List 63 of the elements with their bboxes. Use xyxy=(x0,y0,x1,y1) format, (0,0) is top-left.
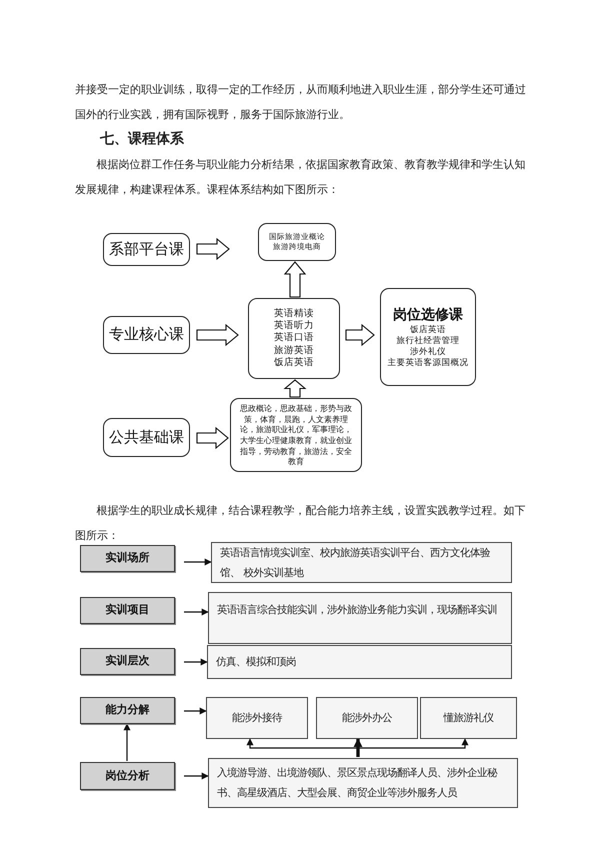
block-arrow xyxy=(284,261,306,298)
box-text: 能涉外接待 xyxy=(232,711,282,726)
arrow xyxy=(184,658,208,666)
box-text: 思政概论，思政基础，形势与政策，体育，晨跑，人文素养理论，旅游职业礼仪，军事理论，大学生心理健康教育，就业创业指导，劳动教育，旅游法，安全教育 xyxy=(239,403,353,467)
box-text: 主要英语客源国概况 xyxy=(388,358,468,370)
arrow xyxy=(184,558,212,566)
course-box xyxy=(248,298,340,379)
box-text: 英语语言情境实训室、校内旅游英语实训平台、西方文化体验馆、 校外实训基地 xyxy=(220,546,491,580)
block-arrow xyxy=(196,426,229,450)
course-box xyxy=(258,223,336,261)
section-heading: 七、课程体系 xyxy=(100,130,185,149)
paragraph: 根据岗位群工作任务与职业能力分析结果，依据国家教育政策、教育教学规律和学生认知发展规律，构建课程体系。课程体系结构如下图所示： xyxy=(75,157,527,198)
arrow xyxy=(357,738,468,757)
category-box xyxy=(80,597,175,624)
arrow xyxy=(124,723,130,761)
arrow xyxy=(184,708,207,714)
arrow xyxy=(184,608,209,616)
content-box xyxy=(207,645,512,679)
box-text: 实训层次 xyxy=(106,654,150,669)
course-box xyxy=(103,233,190,266)
box-text: 涉外礼仪 xyxy=(410,347,446,358)
paragraph: 根据学生的职业成长规律，结合课程教学，配合能力培养主线，设置实践教学过程。如下图所示： xyxy=(75,503,527,544)
arrow xyxy=(184,772,209,780)
category-box xyxy=(80,648,175,675)
box-text: 入境游导游、出境游领队、景区景点现场翻译人员、涉外企业秘书、高星级酒店、大型会展、商贸企业等涉外服务人员 xyxy=(217,766,498,801)
content-box xyxy=(316,697,418,739)
course-box xyxy=(380,288,476,386)
course-box xyxy=(103,418,190,457)
box-text: 懂旅游礼仪 xyxy=(444,711,494,726)
box-text: 英语精读 xyxy=(274,308,314,320)
arrow xyxy=(354,738,362,757)
block-arrow xyxy=(345,324,375,346)
category-box xyxy=(80,762,175,790)
box-text: 旅游英语 xyxy=(274,344,314,357)
box-heading: 岗位选修课 xyxy=(393,306,463,324)
block-arrow xyxy=(196,238,230,260)
content-box xyxy=(206,697,308,739)
box-text: 饭店英语 xyxy=(410,324,446,336)
content-box xyxy=(211,542,512,583)
content-box xyxy=(208,592,512,644)
box-text: 能力分解 xyxy=(106,703,150,718)
box-text: 英语听力 xyxy=(274,320,314,332)
content-box xyxy=(208,758,518,808)
box-text: 饭店英语 xyxy=(274,357,314,370)
block-arrow xyxy=(284,379,306,398)
box-text: 英语语言综合技能实训，涉外旅游业务能力实训，现场翻译实训 xyxy=(217,603,497,618)
paragraph: 并接受一定的职业训练，取得一定的工作经历，从而顺利地进入职业生涯，部分学生还可通过国外的行业实践，拥有国际视野，服务于国际旅游行业。 xyxy=(75,82,527,123)
box-text: 旅行社经营管理 xyxy=(396,336,460,347)
box-text: 仿真、模拟和顶岗 xyxy=(216,655,296,670)
course-box xyxy=(103,316,190,354)
content-box xyxy=(420,697,517,739)
box-text: 英语口语 xyxy=(274,332,314,345)
box-text: 能涉外办公 xyxy=(342,711,392,726)
box-text: 专业核心课 xyxy=(109,325,184,345)
course-box xyxy=(230,398,362,472)
category-box xyxy=(80,697,175,724)
category-box xyxy=(80,545,175,572)
box-text: 岗位分析 xyxy=(106,768,150,784)
box-text: 实训场所 xyxy=(106,551,150,566)
box-text: 实训项目 xyxy=(106,603,150,618)
box-text: 系部平台课 xyxy=(109,240,184,260)
box-text: 公共基础课 xyxy=(109,428,184,448)
block-arrow xyxy=(196,324,239,346)
